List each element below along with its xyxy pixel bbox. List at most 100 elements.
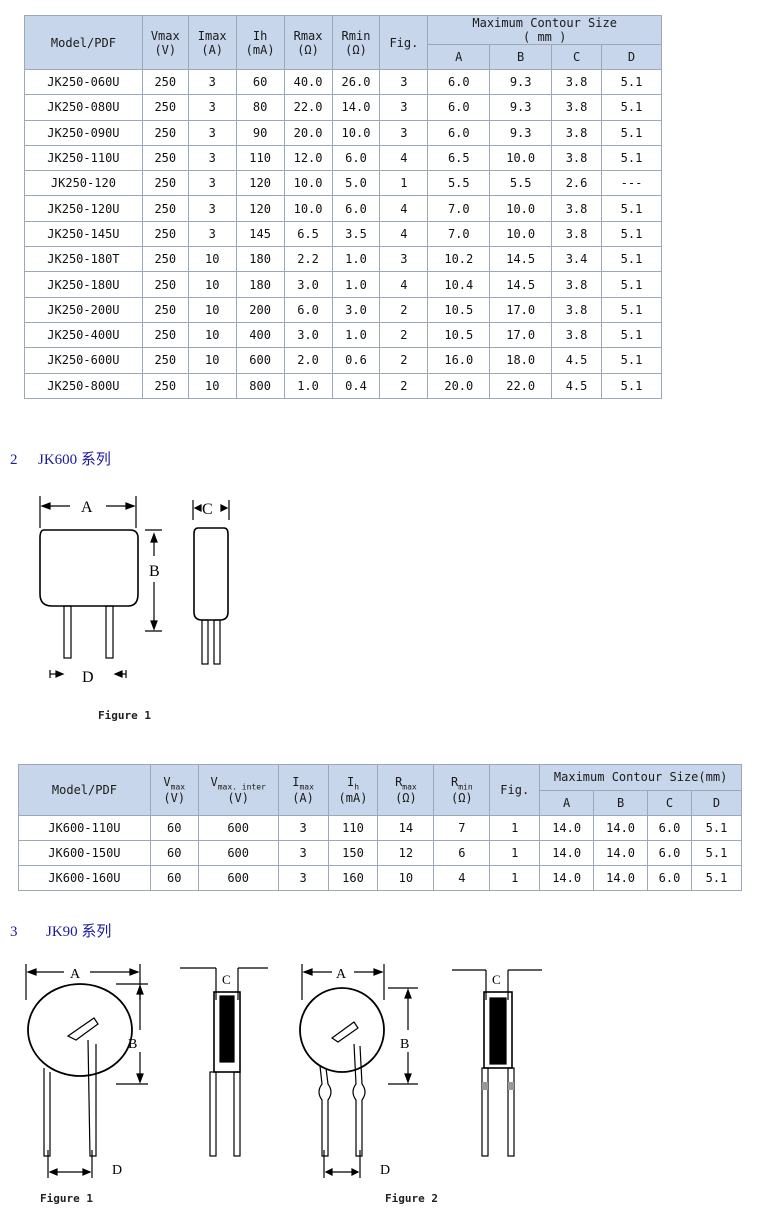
value-cell: 2: [379, 321, 429, 349]
value-cell: 1.0: [331, 246, 381, 273]
table-header-row: Model/PDF Vmax(V) Vmax. inter(V) Imax(A)…: [18, 764, 742, 816]
value-cell: 110: [235, 144, 285, 172]
model-cell: JK250-800U: [24, 372, 143, 399]
value-cell: 1: [489, 840, 541, 866]
header-size-c: C: [551, 44, 602, 70]
value-cell: 0.4: [331, 372, 381, 399]
value-cell: 250: [141, 119, 189, 146]
model-cell: JK250-120U: [24, 195, 143, 222]
value-cell: 3: [187, 94, 237, 121]
value-cell: 14: [377, 815, 435, 841]
value-cell: 5.1: [690, 815, 743, 841]
value-cell: 4.5: [551, 372, 602, 399]
value-cell: 200: [235, 296, 285, 323]
value-cell: 3.4: [551, 246, 602, 273]
value-cell: 1.0: [331, 271, 381, 298]
value-cell: 180: [235, 271, 285, 298]
table-header-row: Model/PDF Vmax(V) Imax(A) Ih(mA) Rmax(Ω)…: [24, 15, 662, 70]
value-cell: 10.0: [489, 220, 553, 248]
value-cell: 5.1: [601, 195, 662, 222]
value-cell: 600: [235, 347, 285, 374]
value-cell: 3: [187, 170, 237, 197]
value-cell: 26.0: [331, 68, 381, 96]
label-c-fig2: C: [492, 972, 501, 987]
value-cell: 7.0: [427, 220, 491, 248]
header-size-a: A: [427, 44, 491, 70]
value-cell: 250: [141, 271, 189, 298]
value-cell: 5.1: [601, 94, 662, 121]
figure-1-caption-jk90: Figure 1: [40, 1192, 93, 1205]
value-cell: 145: [235, 220, 285, 248]
value-cell: 2: [379, 296, 429, 323]
model-cell: JK600-150U: [18, 840, 151, 866]
value-cell: 5.1: [601, 119, 662, 146]
value-cell: 3: [187, 119, 237, 146]
value-cell: 10: [187, 246, 237, 273]
value-cell: 800: [235, 372, 285, 399]
header-rmax: Rmax(Ω): [377, 764, 435, 816]
value-cell: 4.5: [551, 347, 602, 374]
value-cell: 10.0: [283, 195, 333, 222]
value-cell: 14.0: [539, 840, 595, 866]
header-model: Model/PDF: [24, 15, 143, 70]
value-cell: 14.0: [593, 815, 649, 841]
value-cell: 40.0: [283, 68, 333, 96]
value-cell: 5.1: [601, 271, 662, 298]
model-cell: JK600-110U: [18, 815, 151, 841]
value-cell: 14.5: [489, 271, 553, 298]
value-cell: 6.0: [647, 840, 692, 866]
value-cell: 250: [141, 220, 189, 248]
value-cell: 10: [187, 321, 237, 349]
value-cell: 3: [187, 195, 237, 222]
value-cell: 20.0: [427, 372, 491, 399]
value-cell: 3.8: [551, 94, 602, 121]
value-cell: 14.0: [331, 94, 381, 121]
value-cell: 250: [141, 94, 189, 121]
value-cell: 6.0: [427, 94, 491, 121]
value-cell: 18.0: [489, 347, 553, 374]
value-cell: 10: [187, 296, 237, 323]
value-cell: 10.5: [427, 321, 491, 349]
value-cell: 4: [379, 220, 429, 248]
label-b: B: [149, 563, 160, 580]
figure-2-caption-jk90: Figure 2: [385, 1192, 438, 1205]
value-cell: ---: [601, 170, 662, 197]
label-a-fig1: A: [70, 967, 81, 982]
value-cell: 6.0: [331, 195, 381, 222]
value-cell: 7: [433, 815, 491, 841]
value-cell: 600: [197, 840, 279, 866]
label-a: A: [81, 499, 93, 516]
value-cell: 3.0: [331, 296, 381, 323]
value-cell: 10.0: [283, 170, 333, 197]
header-imax: Imax(A): [187, 15, 237, 70]
model-cell: JK250-180U: [24, 271, 143, 298]
value-cell: 5.5: [489, 170, 553, 197]
table-subheader-row: A B C D: [25, 44, 662, 70]
header-ih: Ih(mA): [235, 15, 285, 70]
value-cell: 3.8: [551, 68, 602, 96]
value-cell: 16.0: [427, 347, 491, 374]
jk600-figure-diagram: A B C D: [39, 496, 230, 686]
value-cell: 3.8: [551, 321, 602, 349]
value-cell: 80: [235, 94, 285, 121]
value-cell: 9.3: [489, 119, 553, 146]
model-cell: JK250-080U: [24, 94, 143, 121]
header-vmax: Vmax(V): [141, 15, 189, 70]
value-cell: 60: [235, 68, 285, 96]
value-cell: 14.0: [539, 865, 595, 891]
header-fig: Fig.: [489, 764, 541, 816]
header-rmax: Rmax(Ω): [283, 15, 333, 70]
model-cell: JK250-090U: [24, 119, 143, 146]
value-cell: 17.0: [489, 321, 553, 349]
model-cell: JK250-400U: [24, 321, 143, 349]
value-cell: 110: [327, 815, 379, 841]
value-cell: 10: [187, 271, 237, 298]
